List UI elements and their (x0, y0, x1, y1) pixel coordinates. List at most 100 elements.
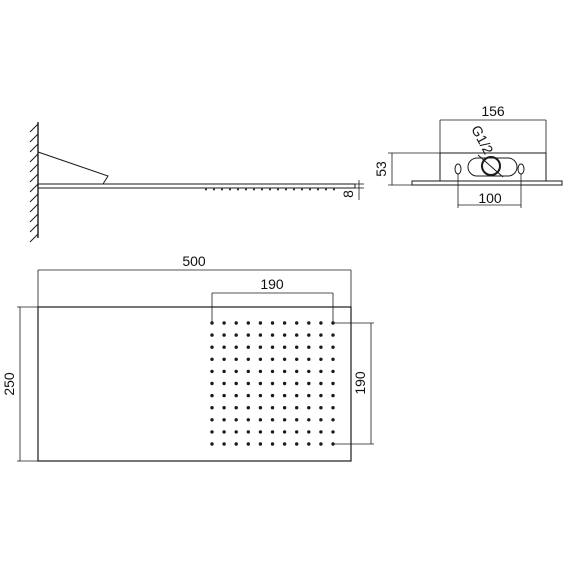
nozzle-dot (210, 393, 214, 398)
mount-width-label: 156 (481, 103, 505, 119)
nozzle-dot (210, 369, 214, 374)
nozzle-dot (222, 442, 226, 446)
nozzle-dot (234, 406, 238, 410)
nozzle-dot (270, 369, 275, 374)
nozzle-dot (246, 357, 250, 361)
nozzle-dot (222, 357, 226, 361)
nozzle-dot (258, 357, 263, 361)
hatch-line (29, 123, 39, 133)
nozzle-dot (319, 321, 323, 325)
nozzle-dot (307, 369, 311, 374)
nozzle-dot (270, 418, 275, 422)
plate-length-label: 500 (182, 253, 206, 269)
nozzle-dot (222, 430, 226, 434)
nozzle-dot (319, 381, 323, 386)
side-nozzle (261, 188, 263, 191)
nozzle-dot (210, 430, 214, 434)
nozzle-dot (295, 369, 299, 374)
nozzle-dot (234, 430, 238, 434)
plate-width-label: 250 (1, 372, 17, 396)
nozzle-dot (270, 442, 275, 446)
plan-view: 500 250 190 190 (1, 253, 374, 462)
nozzle-dot (282, 333, 287, 337)
nozzle-dot (307, 430, 311, 434)
nozzle-dot (246, 321, 250, 325)
nozzle-dot (307, 333, 311, 337)
nozzle-dot (210, 418, 214, 422)
nozzle-dot (319, 406, 323, 410)
hatch-line (29, 133, 39, 143)
hole-spacing-label: 100 (478, 190, 502, 206)
nozzle-dot (210, 345, 214, 349)
side-nozzle (301, 188, 303, 191)
side-nozzle (285, 188, 287, 191)
nozzle-dot (258, 430, 263, 434)
side-nozzle (325, 188, 327, 191)
nozzle-dot (282, 393, 287, 398)
nozzle-dot (234, 333, 238, 337)
nozzle-dot (331, 393, 335, 398)
nozzle-dot (331, 333, 335, 337)
mount-slot-right (517, 163, 525, 175)
nozzle-dot (282, 418, 287, 422)
nozzle-dot (295, 321, 299, 325)
nozzle-dot (246, 381, 250, 386)
nozzle-dot (246, 418, 250, 422)
hatch-line (29, 163, 39, 173)
nozzle-dot (319, 442, 323, 446)
nozzle-dot (331, 369, 335, 374)
wall-hatching (29, 123, 39, 243)
nozzle-dot (270, 393, 275, 398)
nozzle-dot (270, 345, 275, 349)
nozzle-dot (246, 333, 250, 337)
nozzle-dot (295, 442, 299, 446)
nozzle-dot (319, 393, 323, 398)
nozzle-dot (210, 381, 214, 386)
nozzle-dot (270, 321, 275, 325)
side-nozzle (269, 188, 271, 191)
nozzle-dot (246, 369, 250, 374)
wall-bracket (37, 151, 109, 185)
nozzle-dot (258, 369, 263, 374)
nozzle-dot (307, 393, 311, 398)
shower-plate-outline (37, 306, 352, 462)
nozzle-dot (307, 321, 311, 325)
nozzle-dot (234, 393, 238, 398)
nozzle-dot (319, 345, 323, 349)
nozzle-dot (307, 406, 311, 410)
side-nozzle (309, 188, 311, 191)
side-nozzle (221, 188, 223, 191)
nozzle-dot (282, 442, 287, 446)
nozzle-dot (270, 430, 275, 434)
nozzle-dot (258, 321, 263, 325)
side-nozzle (213, 188, 215, 191)
nozzle-dot (222, 381, 226, 386)
hatch-line (29, 143, 39, 153)
nozzle-dot (331, 381, 335, 386)
side-view: 8 (29, 122, 364, 243)
nozzle-dot (319, 369, 323, 374)
nozzle-dot (331, 345, 335, 349)
hatch-line (29, 233, 39, 243)
nozzle-dot (295, 357, 299, 361)
nozzle-dot (258, 333, 263, 337)
nozzle-dot (295, 393, 299, 398)
nozzle-dot (282, 369, 287, 374)
nozzle-dot (282, 357, 287, 361)
nozzle-dot (246, 442, 250, 446)
nozzle-dot (270, 406, 275, 410)
thickness-label: 8 (340, 190, 356, 198)
nozzle-dot (307, 381, 311, 386)
hatch-line (29, 203, 39, 213)
nozzle-dot (295, 418, 299, 422)
nozzle-dot (234, 369, 238, 374)
nozzle-dot (307, 357, 311, 361)
hatch-line (29, 193, 39, 203)
nozzle-dot (282, 345, 287, 349)
hatch-line (29, 173, 39, 183)
nozzle-dot (222, 418, 226, 422)
nozzle-dot (246, 345, 250, 349)
nozzle-dot (282, 430, 287, 434)
nozzle-dot (258, 345, 263, 349)
